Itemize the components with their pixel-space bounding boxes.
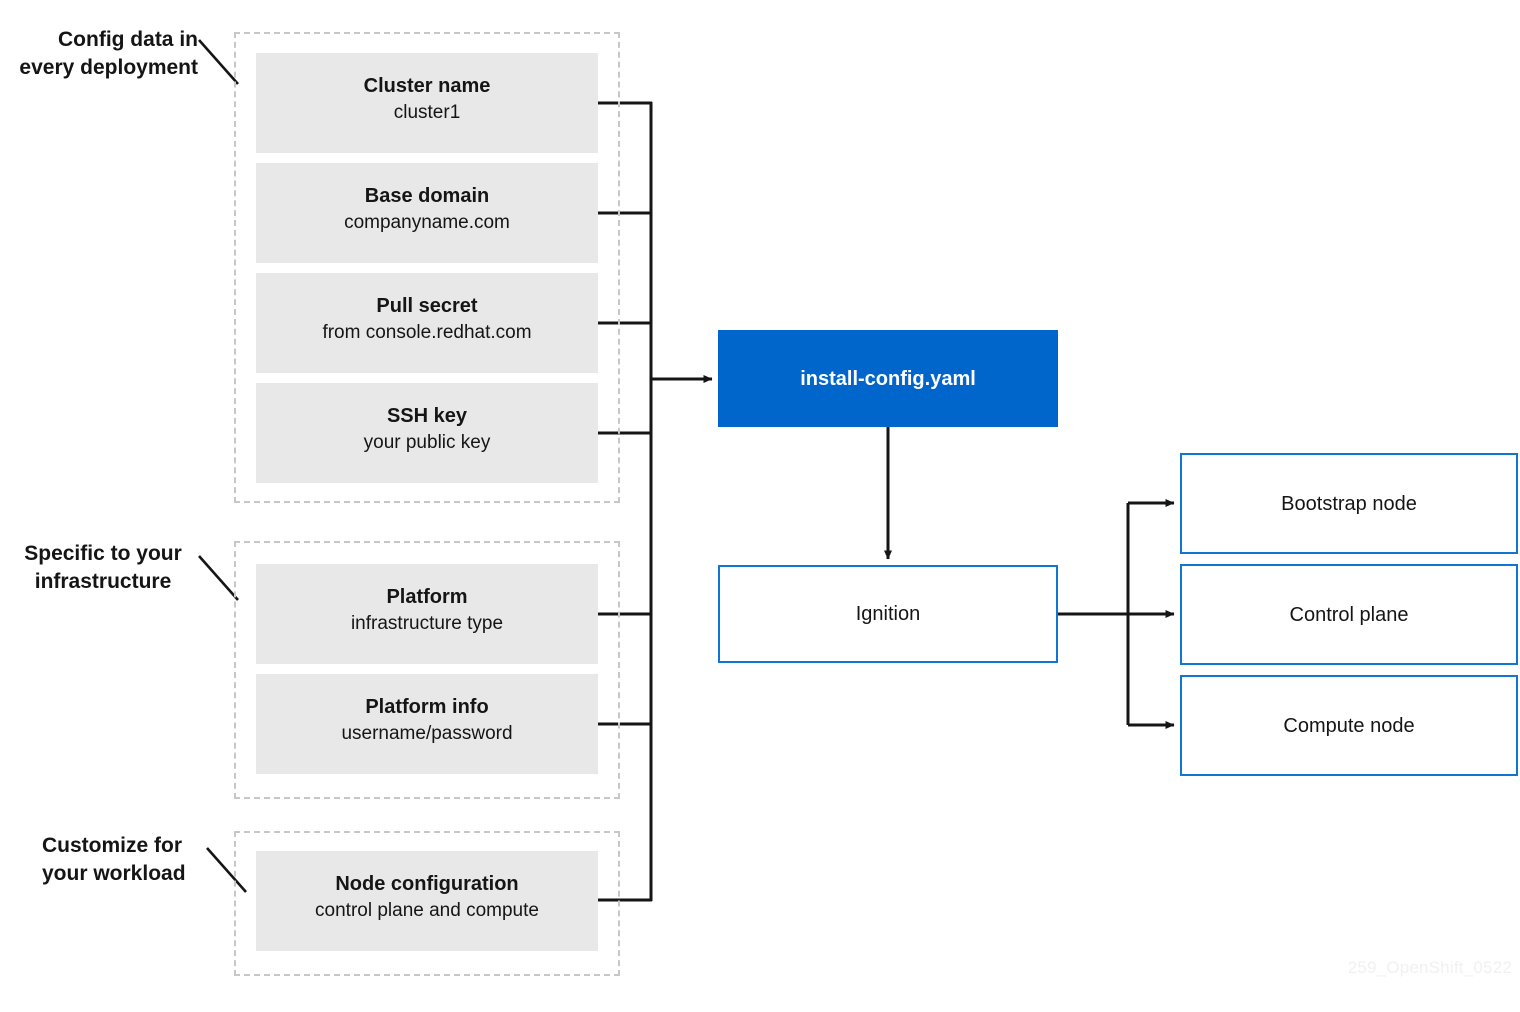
group-container-config (234, 32, 620, 503)
card-subtitle: your public key (363, 431, 491, 453)
config-card-platform-info[interactable]: Platform info username/password (256, 674, 598, 774)
compute-node-label: Compute node (1283, 714, 1415, 737)
card-title: Platform (386, 585, 468, 608)
card-subtitle: companyname.com (344, 211, 510, 233)
ignition-box[interactable]: Ignition (718, 565, 1058, 663)
config-card-platform[interactable]: Platform infrastructure type (256, 564, 598, 664)
card-title: Pull secret (376, 294, 478, 317)
leader-line-config (198, 39, 239, 85)
compute-node-box[interactable]: Compute node (1180, 675, 1518, 776)
group-container-infrastructure (234, 541, 620, 799)
bootstrap-node-box[interactable]: Bootstrap node (1180, 453, 1518, 554)
install-config-yaml-box[interactable]: install-config.yaml (718, 330, 1058, 427)
config-card-ssh-key[interactable]: SSH key your public key (256, 383, 598, 483)
config-card-pull-secret[interactable]: Pull secret from console.redhat.com (256, 273, 598, 373)
leader-line-infrastructure (198, 555, 239, 601)
config-card-node-configuration[interactable]: Node configuration control plane and com… (256, 851, 598, 951)
bootstrap-node-label: Bootstrap node (1281, 492, 1417, 515)
card-subtitle: username/password (341, 722, 513, 744)
card-subtitle: cluster1 (393, 101, 461, 123)
card-title: Node configuration (335, 872, 519, 895)
config-card-cluster-name[interactable]: Cluster name cluster1 (256, 53, 598, 153)
card-title: Platform info (365, 695, 489, 718)
group-container-workload (234, 831, 620, 976)
card-title: SSH key (386, 404, 468, 427)
config-card-base-domain[interactable]: Base domain companyname.com (256, 163, 598, 263)
install-config-yaml-label: install-config.yaml (800, 367, 976, 390)
group-label-config: Config data in every deployment (19, 28, 198, 79)
control-plane-label: Control plane (1289, 603, 1409, 626)
group-label-workload: Customize for your workload (42, 834, 186, 885)
card-subtitle: control plane and compute (315, 899, 539, 921)
control-plane-box[interactable]: Control plane (1180, 564, 1518, 665)
watermark-text: 259_OpenShift_0522 (1347, 958, 1512, 977)
group-label-infrastructure: Specific to your infrastructure (24, 542, 182, 593)
ignition-label: Ignition (855, 603, 921, 625)
card-title: Cluster name (363, 74, 491, 97)
card-subtitle: from console.redhat.com (322, 321, 532, 343)
card-title: Base domain (364, 184, 490, 207)
card-subtitle: infrastructure type (350, 612, 504, 634)
